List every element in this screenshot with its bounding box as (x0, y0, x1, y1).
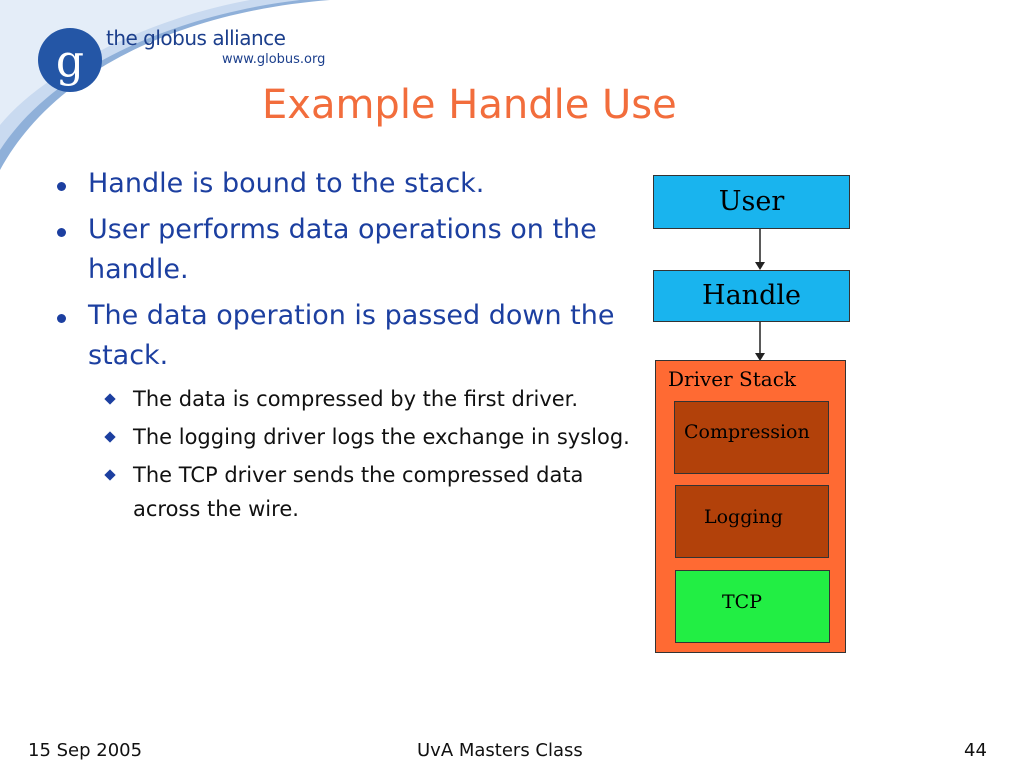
driver-label: TCP (722, 591, 762, 613)
page-number: 44 (964, 740, 987, 761)
bullet-dot-icon (57, 314, 66, 323)
bullet-list: Handle is bound to the stack. User perfo… (52, 164, 652, 530)
diamond-bullet-icon (104, 431, 116, 443)
arrow-handle-to-stack-icon (755, 322, 765, 361)
handle-label: Handle (702, 280, 801, 311)
sub-bullet-item: The data is compressed by the first driv… (100, 382, 593, 416)
user-box: User (653, 175, 850, 229)
bullet-dot-icon (57, 228, 66, 237)
footer-date: 15 Sep 2005 (28, 740, 143, 761)
driver-stack-label: Driver Stack (668, 367, 797, 391)
bullet-item: User performs data operations on the han… (52, 210, 648, 290)
compression-driver-box: Compression (674, 401, 829, 474)
logo-name: the globus alliance (106, 26, 286, 50)
globus-logo-icon: g (38, 28, 102, 92)
sub-bullet-text: The logging driver logs the exchange in … (133, 425, 630, 449)
bullet-text: The data operation is passed down the st… (88, 300, 615, 371)
arrow-user-to-handle-icon (755, 229, 765, 270)
slide-title: Example Handle Use (262, 82, 677, 128)
logo-mark: g (56, 36, 84, 87)
sub-bullet-text: The data is compressed by the first driv… (133, 387, 579, 411)
diamond-bullet-icon (104, 469, 116, 481)
diamond-bullet-icon (104, 393, 116, 405)
user-label: User (718, 186, 785, 217)
bullet-item: Handle is bound to the stack. (52, 164, 652, 204)
bullet-dot-icon (57, 182, 66, 191)
bullet-text: Handle is bound to the stack. (88, 168, 485, 199)
handle-box: Handle (653, 270, 850, 322)
sub-bullet-item: The TCP driver sends the compressed data… (100, 458, 633, 526)
sub-bullet-item: The logging driver logs the exchange in … (100, 420, 653, 454)
driver-label: Logging (704, 506, 783, 528)
footer-course: UvA Masters Class (417, 740, 583, 761)
logo-url: www.globus.org (222, 52, 326, 67)
sub-bullet-text: The TCP driver sends the compressed data… (133, 463, 584, 521)
logging-driver-box: Logging (675, 485, 829, 558)
driver-label: Compression (684, 421, 810, 443)
bullet-item: The data operation is passed down the st… (52, 296, 648, 376)
tcp-driver-box: TCP (675, 570, 830, 643)
bullet-text: User performs data operations on the han… (88, 214, 597, 285)
